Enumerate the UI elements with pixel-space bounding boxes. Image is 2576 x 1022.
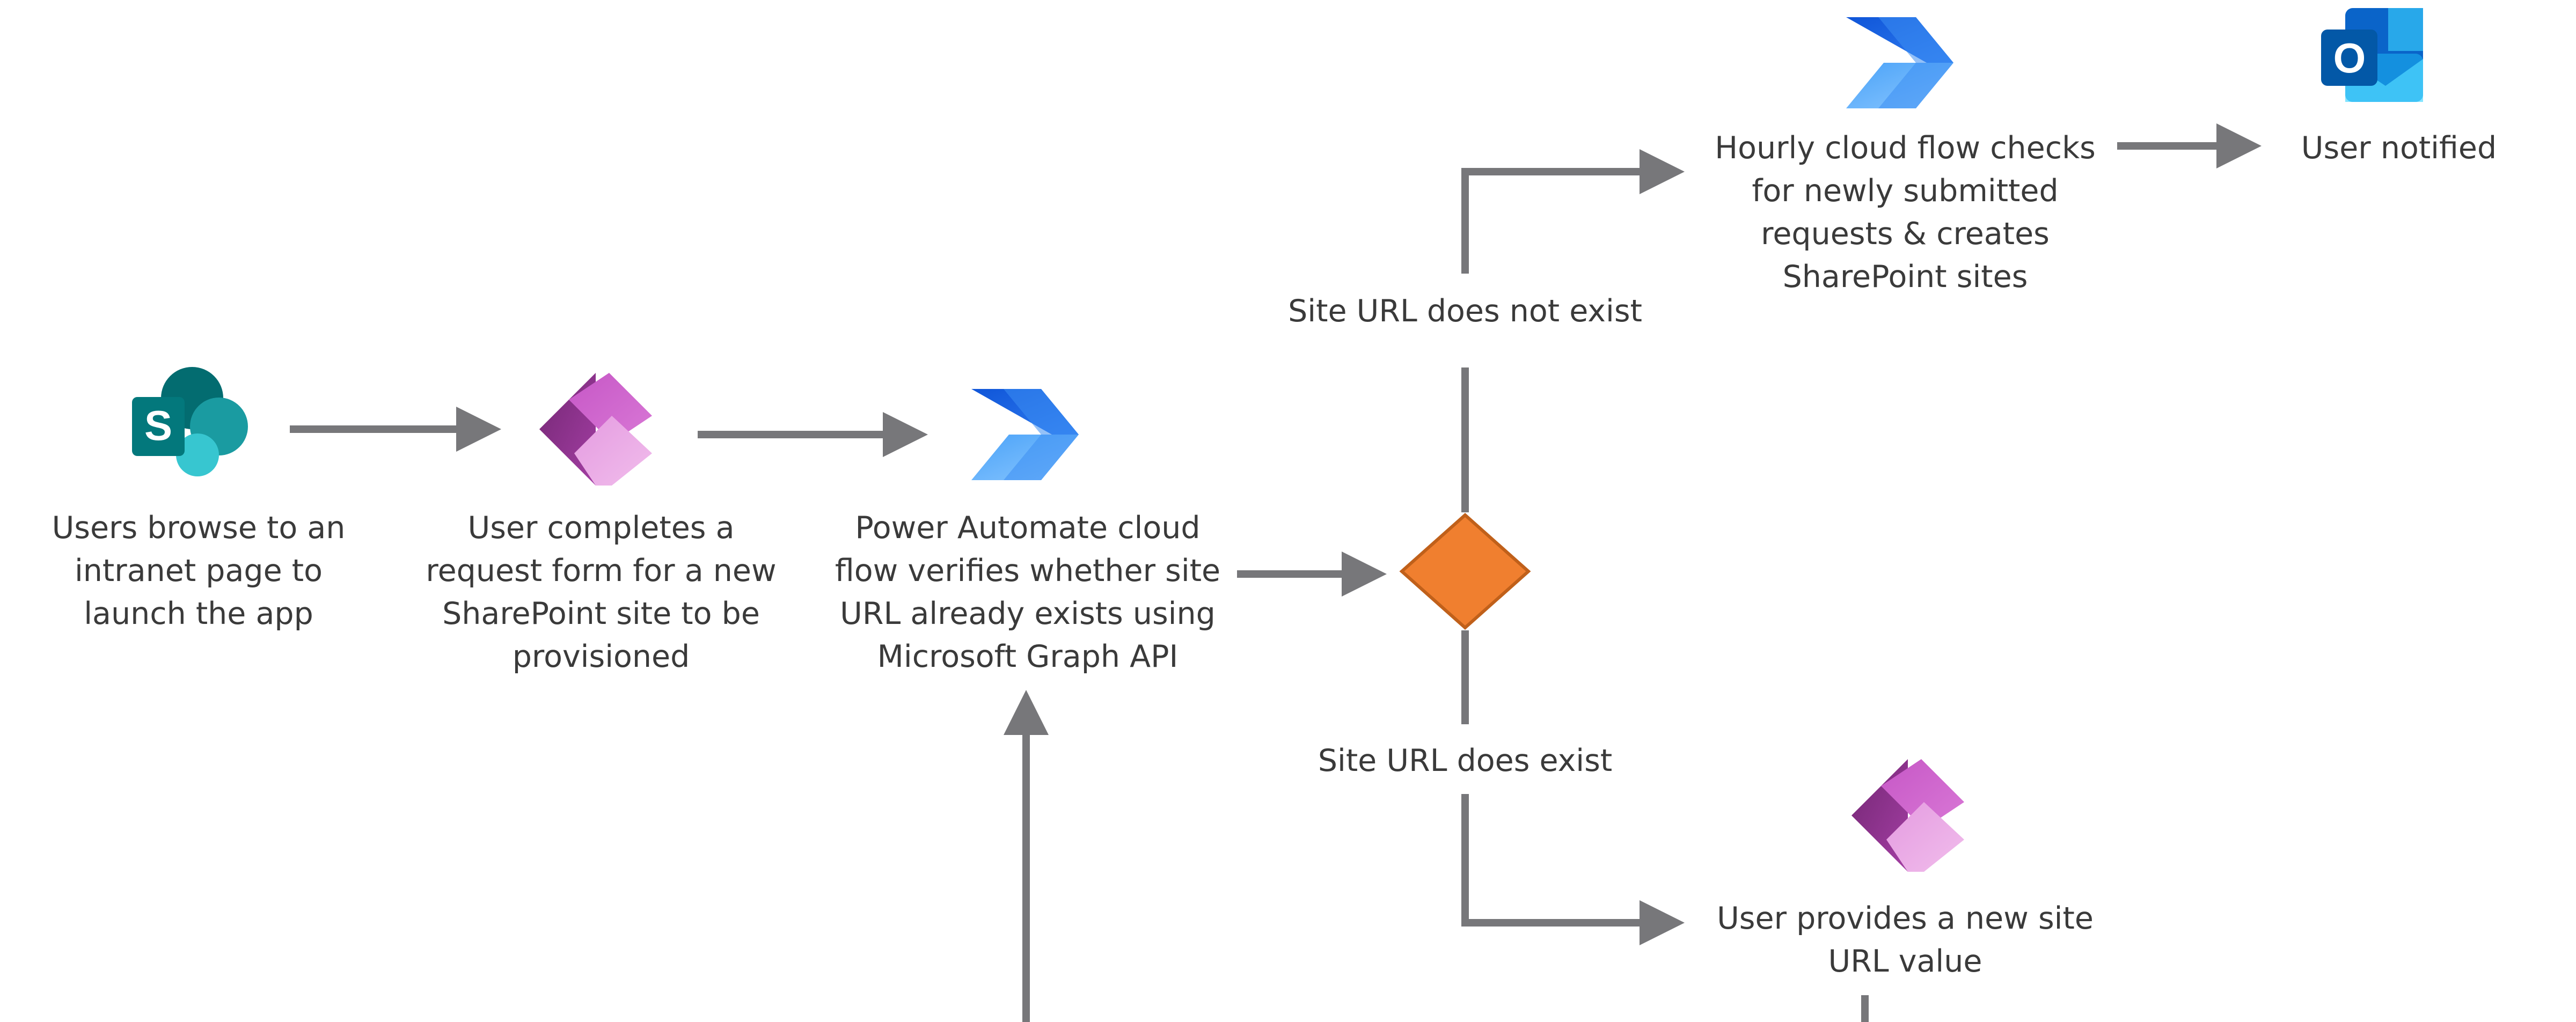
condition-not-exist-label: Site URL does not exist	[1288, 293, 1642, 329]
outlook-icon: O	[2321, 8, 2423, 102]
verify-flow-label: Power Automate cloud flow verifies wheth…	[826, 506, 1229, 678]
sharepoint-label: Users browse to an intranet page to laun…	[32, 506, 365, 635]
svg-text:S: S	[144, 402, 172, 449]
arrow-decision-up-to-hourly-upper	[1461, 149, 1685, 274]
condition-does-exist-label: Site URL does exist	[1318, 743, 1613, 778]
sharepoint-label-line: launch the app	[84, 596, 313, 631]
notify-label: User notified	[2270, 127, 2528, 170]
request-form-label-line: provisioned	[512, 639, 690, 674]
hourly-flow-label-line: for newly submitted	[1752, 173, 2059, 209]
new-url-label: User provides a new site URL value	[1701, 897, 2109, 983]
hourly-flow-label-line: Hourly cloud flow checks	[1715, 130, 2096, 166]
request-form-label-line: SharePoint site to be	[442, 596, 760, 631]
hourly-flow-label: Hourly cloud flow checks for newly submi…	[1701, 127, 2109, 298]
power-apps-icon	[539, 373, 652, 486]
power-automate-icon	[1846, 17, 1953, 108]
new-url-label-line: URL value	[1828, 944, 1982, 979]
request-form-label: User completes a request form for a new …	[413, 506, 789, 678]
request-form-label-line: User completes a	[467, 510, 735, 546]
verify-flow-label-line: Power Automate cloud	[855, 510, 1201, 546]
verify-flow-label-line: URL already exists using	[840, 596, 1216, 631]
request-form-label-line: request form for a new	[426, 553, 777, 589]
power-automate-icon	[971, 389, 1079, 480]
sharepoint-icon: S	[132, 367, 248, 476]
hourly-flow-label-line: SharePoint sites	[1782, 259, 2028, 295]
sharepoint-label-line: intranet page to	[74, 553, 323, 589]
hourly-flow-label-line: requests & creates	[1761, 216, 2050, 252]
verify-flow-label-line: Microsoft Graph API	[877, 639, 1179, 674]
decision-diamond	[1399, 512, 1531, 630]
notify-label-line: User notified	[2301, 130, 2497, 166]
arrow-decision-down-to-newurl	[1461, 794, 1685, 945]
arrow-newurl-loop-back	[1004, 690, 1869, 1022]
svg-text:O: O	[2333, 34, 2366, 82]
verify-flow-label-line: flow verifies whether site	[835, 553, 1221, 589]
sharepoint-label-line: Users browse to an	[52, 510, 346, 546]
power-apps-icon	[1851, 759, 1964, 872]
new-url-label-line: User provides a new site	[1717, 901, 2094, 936]
connector-arrows	[290, 123, 2262, 1022]
